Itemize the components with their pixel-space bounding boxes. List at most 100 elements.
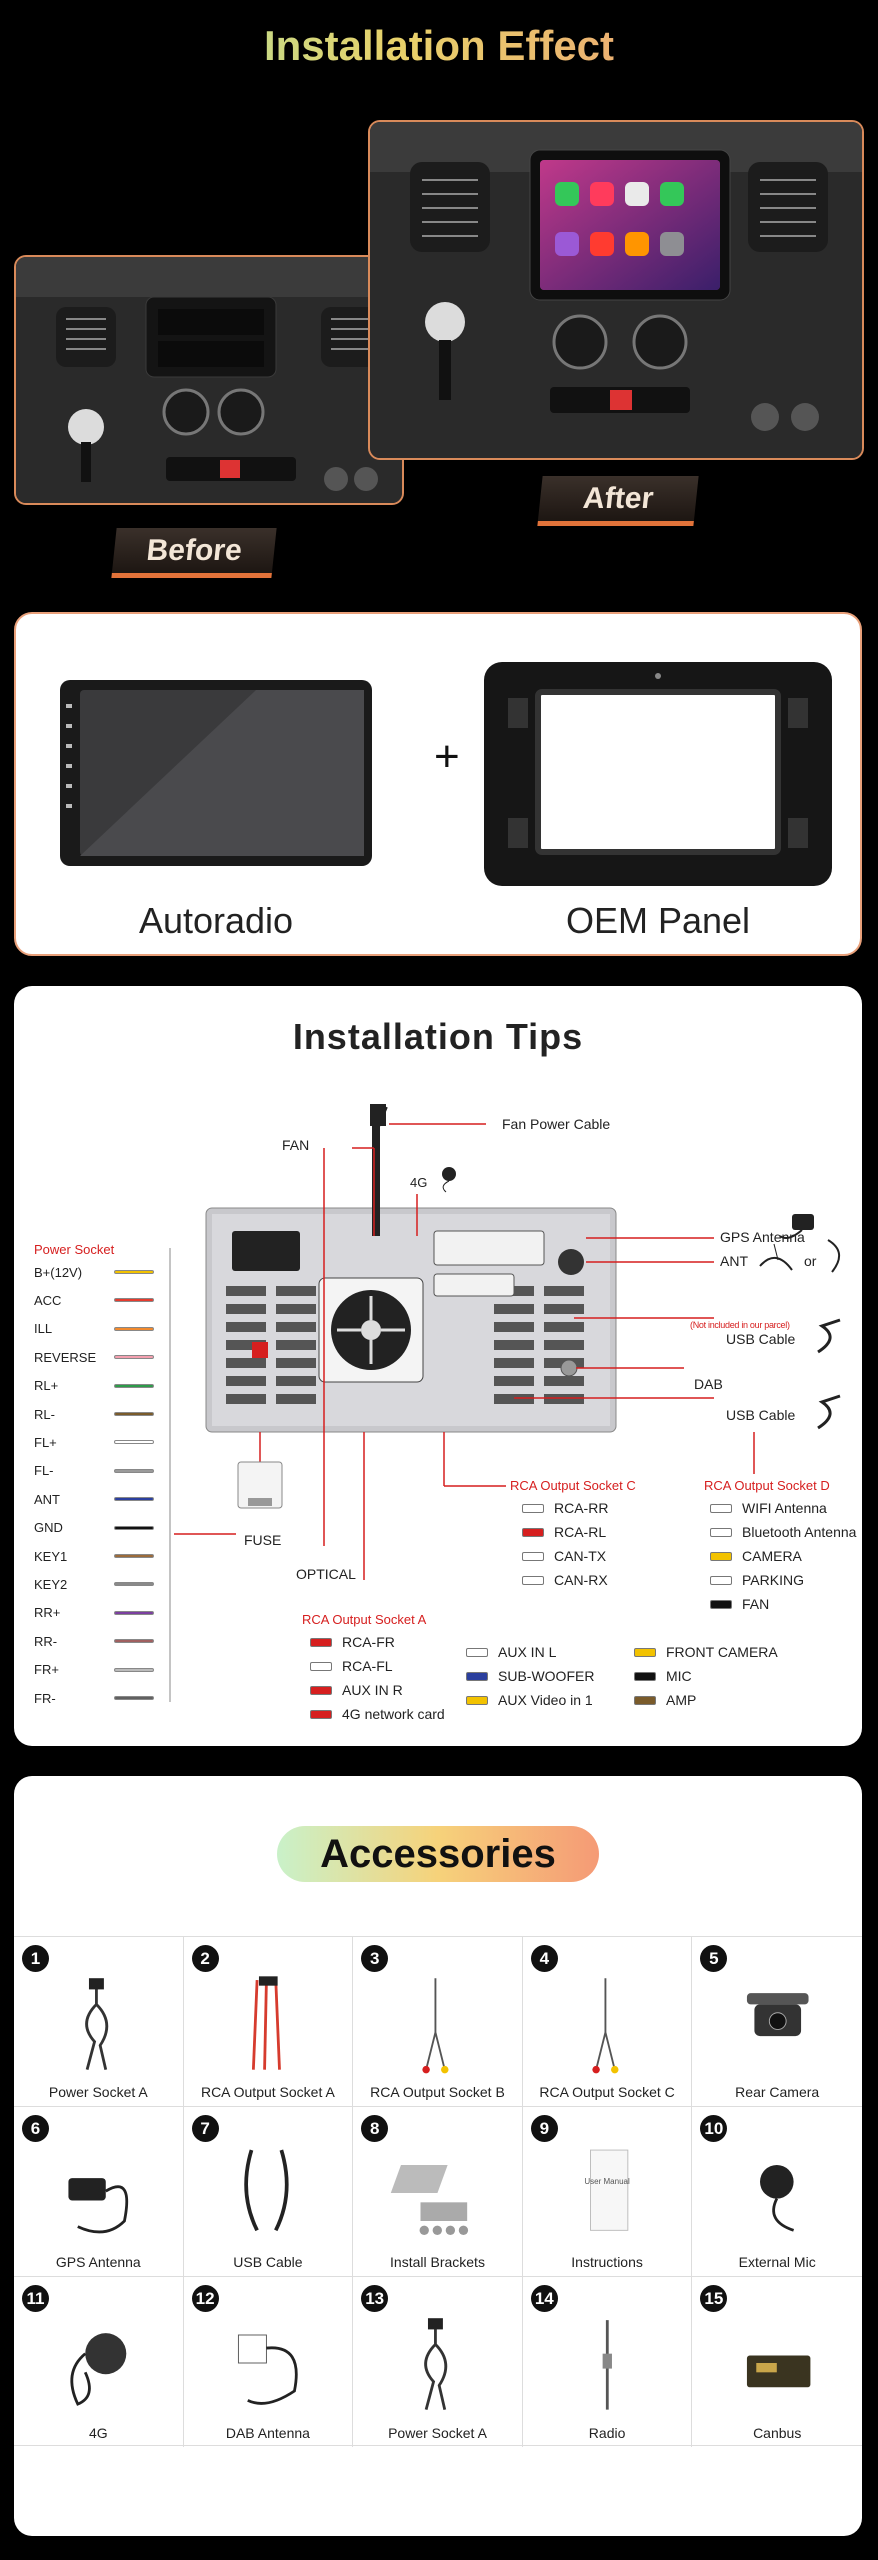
wire-swatch <box>114 1525 154 1530</box>
fuse-label: FUSE <box>244 1532 282 1548</box>
power-pin-label: FL- <box>34 1463 54 1479</box>
socket-item: RCA-RR <box>522 1500 608 1516</box>
power-pin-row: B+(12V) <box>34 1262 174 1282</box>
gps-antenna-icon <box>14 2137 183 2249</box>
tips-title: Installation Tips <box>292 1016 584 1057</box>
accessory-number: 8 <box>361 2115 389 2142</box>
power-pin-label: B+(12V) <box>34 1264 83 1280</box>
ant-label: ANT <box>720 1253 748 1269</box>
socket-item-label: Bluetooth Antenna <box>742 1524 857 1540</box>
power-pin-row: RL- <box>34 1404 174 1424</box>
or-label: or <box>804 1253 817 1269</box>
fan-label: FAN <box>282 1137 310 1153</box>
accessory-number: 4 <box>530 1945 558 1972</box>
accessory-number: 7 <box>191 2115 219 2142</box>
accessory-number: 15 <box>700 2285 728 2312</box>
power-pin-label: ACC <box>34 1292 62 1308</box>
radio-antenna-icon <box>759 1243 793 1271</box>
socket-item: AUX IN L <box>466 1644 556 1660</box>
power-pin-row: ACC <box>34 1290 174 1310</box>
power-pin-label: FR+ <box>34 1662 59 1678</box>
power-pin-row: KEY1 <box>34 1546 174 1566</box>
accessory-label: Power Socket A <box>48 2084 148 2100</box>
accessory-label: Canbus <box>753 2425 802 2441</box>
socket-item: FAN <box>710 1596 769 1612</box>
connector-swatch <box>710 1575 732 1585</box>
antenna-4g-icon <box>14 2307 183 2419</box>
socket-item-label: AUX Video in 1 <box>498 1692 593 1708</box>
after-photo <box>368 120 864 460</box>
connector-swatch <box>634 1671 656 1681</box>
plus-sign: + <box>434 732 460 781</box>
accessory-number: 2 <box>191 1945 219 1972</box>
power-pin-label: GND <box>34 1520 63 1536</box>
connector-swatch <box>634 1647 656 1657</box>
usb-cable-icon <box>184 2137 353 2249</box>
accessory-label: USB Cable <box>233 2254 303 2270</box>
connector-swatch <box>710 1599 732 1609</box>
power-pin-label: RR+ <box>34 1605 61 1621</box>
socket-item: FRONT CAMERA <box>634 1644 778 1660</box>
wire-swatch <box>114 1326 154 1331</box>
power-pin-row: REVERSE <box>34 1347 174 1367</box>
socket-item-label: PARKING <box>742 1572 804 1588</box>
harness-icon <box>353 2307 522 2419</box>
wire-swatch <box>114 1355 154 1360</box>
accessory-number: 10 <box>700 2115 728 2142</box>
dab-antenna-icon <box>184 2307 353 2419</box>
socket-item: 4G network card <box>310 1706 445 1722</box>
accessory-label: RCA Output Socket C <box>539 2084 675 2100</box>
accessory-label: Install Brackets <box>390 2254 485 2270</box>
power-pin-row: FL- <box>34 1461 174 1481</box>
accessory-number: 5 <box>700 1945 728 1972</box>
power-pin-row: FR- <box>34 1688 174 1708</box>
socket-item: CAN-TX <box>522 1548 606 1564</box>
power-pin-label: ILL <box>34 1321 53 1337</box>
accessory-number: 3 <box>361 1945 389 1972</box>
manual-title: User Manual <box>584 2177 630 2186</box>
socket-item: MIC <box>634 1668 692 1684</box>
socket-item: AUX IN R <box>310 1682 403 1698</box>
usb-cable-icon <box>817 1318 841 1354</box>
autoradio-image <box>56 674 376 874</box>
power-pin-row: RL+ <box>34 1376 174 1396</box>
wire-swatch <box>114 1554 154 1558</box>
socket-item: SUB-WOOFER <box>466 1668 594 1684</box>
power-pin-row: FL+ <box>34 1432 174 1452</box>
socket-item: RCA-FL <box>310 1658 393 1674</box>
accessory-label: RCA Output Socket A <box>200 2084 335 2100</box>
socket-item-label: RCA-FL <box>342 1658 393 1674</box>
dab-antenna-icon <box>827 1239 840 1273</box>
installation-tips-card: Installation Tips <box>14 986 862 1746</box>
after-label: After <box>537 476 699 526</box>
power-pin-row: RR+ <box>34 1603 174 1623</box>
installation-title: Installation Effect <box>0 22 878 70</box>
camera-icon <box>692 1967 862 2079</box>
socket-item-label: MIC <box>666 1668 692 1684</box>
rca-cable-icon <box>523 1967 692 2079</box>
connector-swatch <box>522 1527 544 1537</box>
connector-swatch <box>466 1647 488 1657</box>
gps-antenna-label: GPS Antenna <box>720 1229 805 1245</box>
wire-swatch <box>114 1696 154 1700</box>
socket-item: PARKING <box>710 1572 804 1588</box>
socket-item-label: AUX IN R <box>342 1682 403 1698</box>
accessory-label: Instructions <box>571 2254 643 2270</box>
connector-swatch <box>310 1637 332 1647</box>
power-pin-label: KEY1 <box>34 1548 68 1564</box>
accessory-label: Rear Camera <box>735 2084 820 2100</box>
accessory-number: 9 <box>530 2115 558 2142</box>
power-pin-row: FR+ <box>34 1660 174 1680</box>
accessory-number: 12 <box>191 2285 219 2312</box>
wire-swatch <box>114 1610 154 1615</box>
